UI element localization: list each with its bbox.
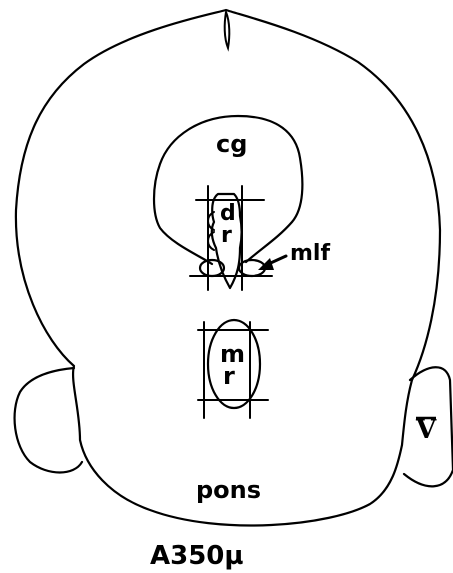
pons-label: pons: [196, 476, 261, 504]
left-lateral-lobe: [15, 368, 82, 473]
median-raphe-label-r: r: [223, 362, 235, 390]
brainstem-outline: [16, 10, 440, 525]
midline-notch: [225, 12, 230, 48]
cg-label: cg: [216, 130, 247, 158]
mlf-label: mlf: [290, 241, 330, 266]
dorsal-raphe-label-r: r: [221, 223, 232, 248]
section-level-label: A350µ: [150, 541, 244, 571]
trigeminal-label: V: [415, 415, 437, 445]
mlf-arrow-head: [258, 258, 274, 270]
